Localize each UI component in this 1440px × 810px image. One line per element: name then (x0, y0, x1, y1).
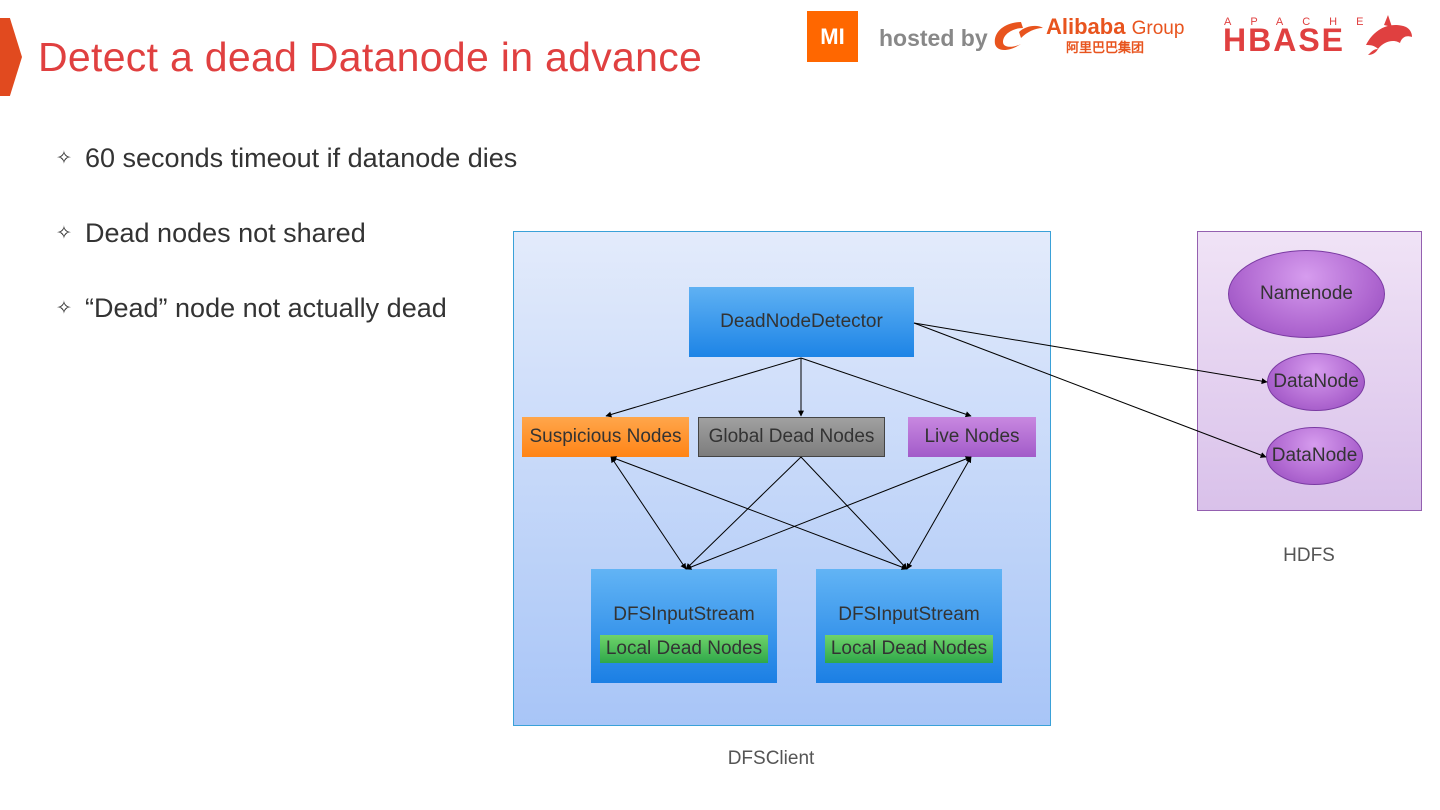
hbase-logo-text: HBASE (1223, 22, 1346, 58)
alibaba-cn-text: 阿里巴巴集团 (1066, 40, 1145, 55)
alibaba-logo-text: Alibaba Group (1046, 14, 1184, 40)
local-dead-nodes: Local Dead Nodes (825, 635, 993, 663)
live-nodes: Live Nodes (908, 417, 1036, 457)
global-dead-nodes: Global Dead Nodes (698, 417, 885, 457)
suspicious-nodes: Suspicious Nodes (522, 417, 689, 457)
sparkle-bullet-icon: ✧ (56, 223, 72, 244)
hdfs-label: HDFS (1283, 545, 1335, 566)
bullet-text: “Dead” node not actually dead (85, 293, 447, 323)
datanode: DataNode (1267, 353, 1365, 411)
stream-title: DFSInputStream (838, 604, 980, 625)
bullet-text: Dead nodes not shared (85, 218, 366, 248)
alibaba-group: Group (1131, 18, 1185, 39)
datanode: DataNode (1266, 427, 1363, 485)
dfs-input-stream: DFSInputStream Local Dead Nodes (591, 569, 777, 683)
bullet-item: ✧ Dead nodes not shared (56, 218, 366, 249)
hosted-by-text: hosted by (879, 25, 988, 51)
title-marker (0, 18, 22, 96)
dfsclient-label: DFSClient (727, 748, 815, 769)
orca-icon (1366, 15, 1412, 55)
page-title: Detect a dead Datanode in advance (38, 34, 703, 80)
dead-node-detector: DeadNodeDetector (689, 287, 914, 357)
mi-logo: MI (807, 11, 858, 62)
bullet-item: ✧ 60 seconds timeout if datanode dies (56, 143, 517, 174)
bullet-item: ✧ “Dead” node not actually dead (56, 293, 447, 324)
stream-title: DFSInputStream (613, 604, 755, 625)
local-dead-nodes: Local Dead Nodes (600, 635, 768, 663)
apache-text: APACHE (1224, 16, 1383, 28)
dfs-input-stream: DFSInputStream Local Dead Nodes (816, 569, 1002, 683)
namenode: Namenode (1228, 250, 1385, 338)
alibaba-name: Alibaba (1046, 14, 1126, 39)
sparkle-bullet-icon: ✧ (56, 298, 72, 319)
bullet-text: 60 seconds timeout if datanode dies (85, 143, 518, 173)
alibaba-logo-icon (994, 22, 1043, 50)
sparkle-bullet-icon: ✧ (56, 148, 72, 169)
